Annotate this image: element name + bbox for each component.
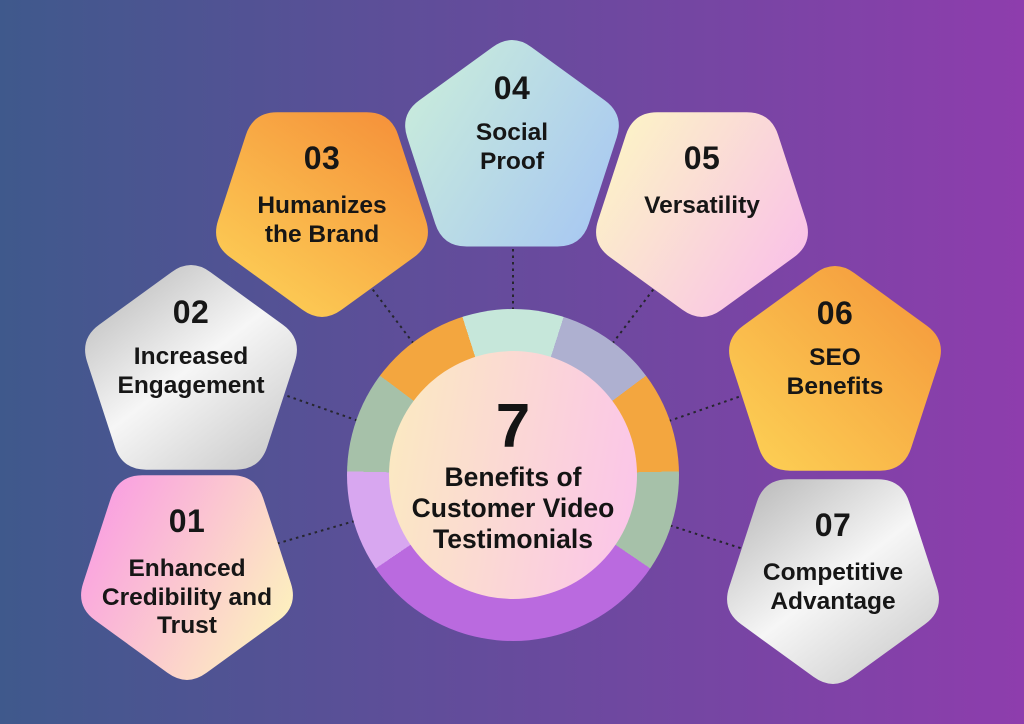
node-increased-engagement: 02 Increased Engagement <box>91 295 291 400</box>
node-social-proof: 04 Social Proof <box>442 71 582 176</box>
connector-line-06 <box>656 389 758 427</box>
node-label: Enhanced Credibility and Trust <box>101 555 273 640</box>
node-number: 02 <box>172 294 210 330</box>
node-label: Increased Engagement <box>117 343 265 399</box>
node-humanizes-brand: 03 Humanizes the Brand <box>240 141 405 249</box>
node-competitive-advantage: 07 Competitive Advantage <box>741 508 926 616</box>
pentagon-shape-03 <box>216 112 428 317</box>
center-count: 7 <box>495 392 531 462</box>
node-label: Social Proof <box>475 119 549 175</box>
pentagon-shape-06 <box>729 266 941 471</box>
node-label: Competitive Advantage <box>762 559 904 615</box>
connector-lines-group <box>264 217 759 555</box>
connector-line-02 <box>269 388 370 426</box>
pentagon-shapes-group <box>81 40 941 684</box>
pentagon-shape-07 <box>727 479 939 684</box>
center-circle: 7 Benefits of Customer Video Testimonial… <box>389 351 637 599</box>
node-number: 05 <box>683 140 721 176</box>
node-number: 07 <box>814 507 852 543</box>
node-number: 01 <box>168 503 206 539</box>
connector-line-05 <box>603 268 670 355</box>
node-versatility: 05 Versatility <box>607 141 797 221</box>
center-title: Benefits of Customer Video Testimonials <box>411 461 615 554</box>
node-label: Versatility <box>644 192 760 219</box>
connector-line-03 <box>356 268 423 355</box>
pentagon-shape-01 <box>81 475 293 680</box>
node-label: SEO Benefits <box>786 344 884 400</box>
connector-line-01 <box>264 516 368 548</box>
node-enhanced-credibility: 01 Enhanced Credibility and Trust <box>97 504 277 641</box>
pentagon-shape-05 <box>596 112 808 317</box>
pentagon-shape-02 <box>85 265 297 470</box>
connector-line-07 <box>657 520 759 555</box>
node-label: Humanizes the Brand <box>257 192 387 248</box>
node-number: 06 <box>816 295 854 331</box>
pentagon-shape-04 <box>405 40 619 247</box>
node-seo-benefits: 06 SEO Benefits <box>765 296 905 401</box>
node-number: 03 <box>303 140 341 176</box>
node-number: 04 <box>493 70 531 106</box>
